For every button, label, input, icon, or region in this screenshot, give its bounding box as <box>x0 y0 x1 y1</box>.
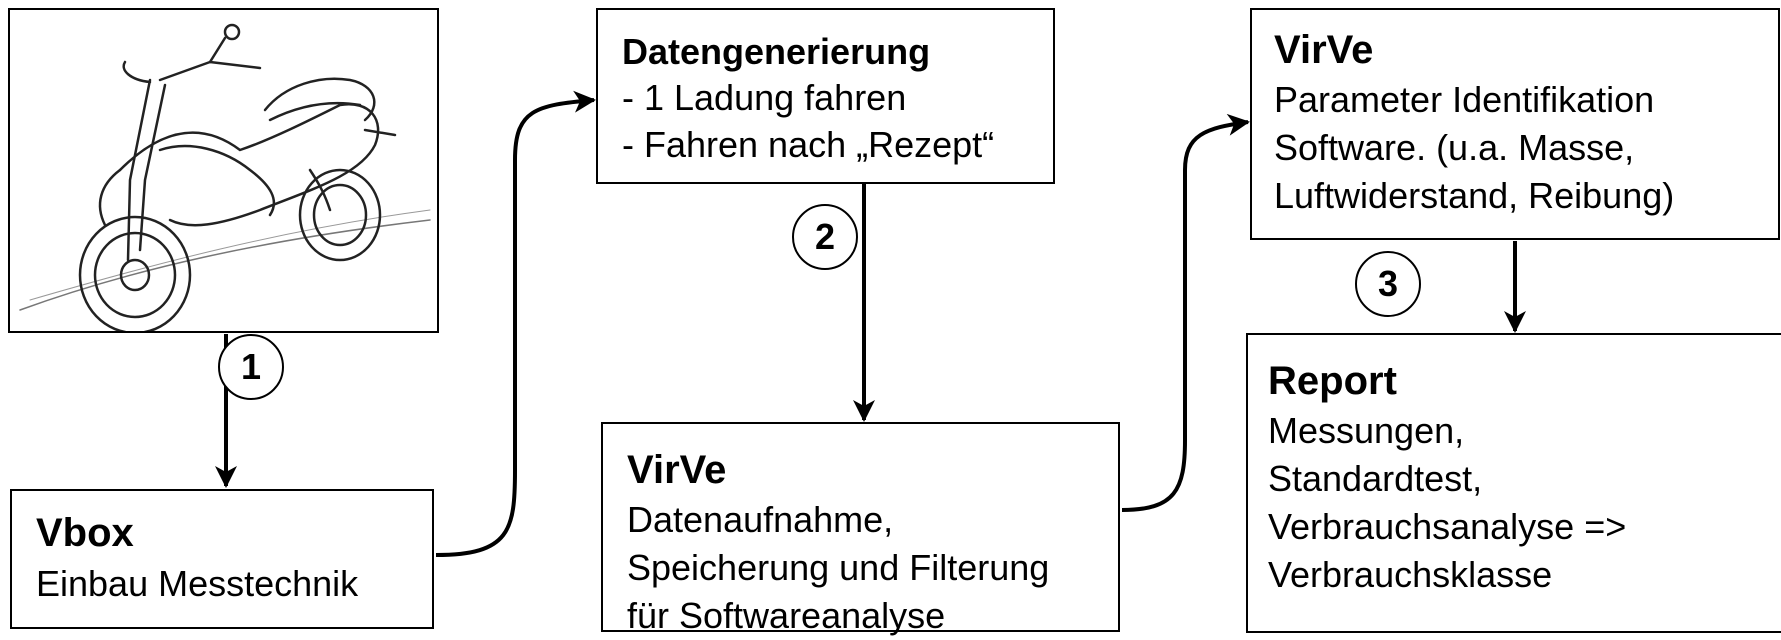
virve-data-title: VirVe <box>627 448 727 492</box>
virve-parameter-line: Luftwiderstand, Reibung) <box>1274 175 1675 216</box>
vbox-box: Vbox Einbau Messtechnik <box>10 489 434 629</box>
report-box: Report Messungen, Standardtest, Verbrauc… <box>1246 333 1781 633</box>
connectors <box>215 90 1526 557</box>
step-1-badge: 1 <box>218 334 284 400</box>
report-title: Report <box>1268 359 1397 403</box>
virve-data-line: für Softwareanalyse <box>627 595 946 636</box>
curve-vbox-to-daten <box>435 90 596 557</box>
virve-parameter-line: Software. (u.a. Masse, <box>1274 127 1635 168</box>
virve-data-box: VirVe Datenaufnahme, Speicherung und Fil… <box>601 422 1120 636</box>
step-3-badge: 3 <box>1355 251 1421 317</box>
virve-parameter-box: VirVe Parameter Identifikation Software.… <box>1250 8 1780 240</box>
scooter-sketch-image <box>8 8 439 333</box>
report-line: Messungen, <box>1268 410 1465 451</box>
vbox-line: Einbau Messtechnik <box>36 563 359 604</box>
virve-data-line: Datenaufnahme, <box>627 499 894 540</box>
step-2-badge: 2 <box>792 204 858 270</box>
virve-parameter-line: Parameter Identifikation <box>1274 79 1655 120</box>
report-line: Verbrauchsklasse <box>1268 554 1553 595</box>
virve-data-line: Speicherung und Filterung <box>627 547 1050 588</box>
datengenerierung-title: Datengenerierung <box>622 31 931 72</box>
report-line: Standardtest, <box>1268 458 1483 499</box>
curve-virve-to-virve <box>1121 113 1250 512</box>
virve-parameter-title: VirVe <box>1274 28 1374 72</box>
scooter-icon <box>19 23 431 331</box>
datengenerierung-box: Datengenerierung - 1 Ladung fahren - Fah… <box>596 8 1055 184</box>
vbox-title: Vbox <box>36 511 134 555</box>
report-line: Verbrauchsanalyse => <box>1268 506 1627 547</box>
datengenerierung-line: - 1 Ladung fahren <box>622 77 907 118</box>
datengenerierung-line: - Fahren nach „Rezept“ <box>622 124 995 165</box>
